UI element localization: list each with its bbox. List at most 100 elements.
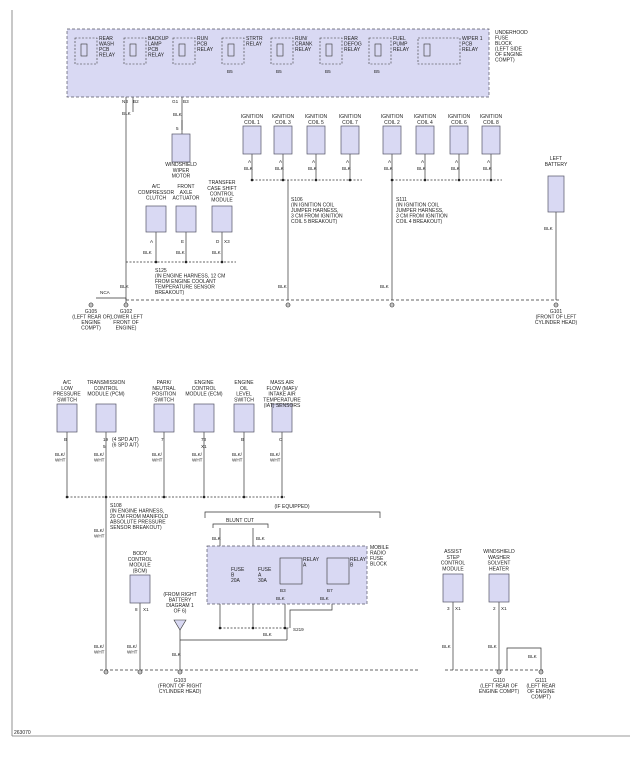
wire-label-blkwht: BLK/ — [94, 644, 105, 649]
body-control-module — [129, 574, 151, 604]
coil-label: IGNITION — [305, 114, 328, 120]
coil-label: IGNITION — [339, 114, 362, 120]
ignition-coil-right-2 — [415, 125, 435, 155]
left-battery — [547, 175, 565, 213]
wire-label: BLK — [380, 284, 390, 289]
pin-coil: A — [455, 159, 459, 164]
s111-label: 3 CM FROM IGNITION — [396, 214, 448, 220]
pin-coil: A — [388, 159, 392, 164]
pin-coil: A — [312, 159, 316, 164]
s106-dot — [250, 178, 254, 182]
front-axle-label: AXLE — [180, 190, 193, 196]
blunt-cut-label: BLUNT CUT — [226, 518, 254, 524]
wire-label: BLK — [256, 536, 266, 541]
coil-label: COIL 4 — [417, 120, 433, 126]
fuse-b-label: FUSE — [231, 567, 245, 573]
relay-label-backup-lamp: RELAY — [148, 53, 165, 59]
s111-dot — [390, 178, 394, 182]
lower-component-label: NEUTRAL — [152, 386, 176, 392]
transfer-case-label: CASE SHIFT — [207, 186, 236, 192]
lower-component-label: CONTROL — [94, 386, 119, 392]
g105-label: (LEFT REAR OF — [72, 315, 109, 321]
lower-component-label: SWITCH — [154, 397, 174, 403]
left-battery-label: LEFT — [550, 156, 562, 162]
coil-label: COIL 7 — [342, 120, 358, 126]
wire-label: BLK — [212, 250, 222, 255]
coil-label: COIL 6 — [451, 120, 467, 126]
g101-label: G101 — [550, 309, 562, 315]
underhood-fuse-block — [66, 28, 490, 98]
lower-pin2: X1 — [201, 444, 207, 449]
lower-component-label: LOW — [61, 386, 73, 392]
lower-component-label: ENGINE — [234, 380, 254, 386]
pin-b7-radio: B7 — [327, 588, 333, 593]
wire-label-blkwht: BLK/ — [94, 452, 105, 457]
wire-label: BLK — [276, 596, 286, 601]
washer-heater-label: HEATER — [489, 566, 509, 572]
pin-coil: A — [487, 159, 491, 164]
coil-label: IGNITION — [272, 114, 295, 120]
relay-a-label: A — [303, 563, 307, 569]
pin-bcm2: X1 — [143, 607, 149, 612]
relay-label-rear-wash: RELAY — [99, 53, 116, 59]
fuse-b-label: 20A — [231, 578, 241, 584]
front-axle-actuator — [175, 205, 197, 233]
pin-wiper: 5 — [176, 126, 179, 131]
relay-fuel-pump — [368, 37, 392, 65]
relay-coil-rear-wash — [80, 43, 88, 57]
g105-label: ENGINE — [81, 320, 101, 326]
wire-label-blkwht: WHT — [94, 534, 105, 539]
s111-dot — [489, 178, 493, 182]
left-battery-label: BATTERY — [545, 162, 568, 168]
windshield-wiper-motor — [171, 133, 191, 163]
s219-dot — [283, 626, 287, 630]
relay-coil-strtr — [227, 43, 235, 57]
pin-n3: N3 — [122, 99, 128, 104]
bcm-label: BODY — [133, 551, 148, 557]
g102-label: FRONT OF — [113, 320, 138, 326]
ignition-coil-right-3 — [449, 125, 469, 155]
lower-component-label: OIL — [240, 386, 248, 392]
lower-component-label: SWITCH — [234, 397, 254, 403]
s125-label: (IN ENGINE HARNESS, 12 CM — [155, 274, 225, 280]
battery-ref-arrow — [173, 619, 187, 631]
s106-label: 3 CM FROM IGNITION — [291, 214, 343, 220]
radio-fuse-block-label: FUSE — [370, 556, 384, 562]
lower-component-6 — [271, 403, 293, 433]
relay-label-rear-wash: WASH — [99, 42, 114, 48]
wire-label-blkwht: WHT — [270, 458, 281, 463]
wire-label: BLK — [263, 632, 273, 637]
wire-label-blkwht: WHT — [55, 458, 66, 463]
blunt-cut-bracket — [212, 523, 269, 528]
relay-label-rear-defog: REAR — [344, 36, 358, 42]
s108-label: 20 CM FROM MANIFOLD — [110, 514, 168, 520]
fuse-block-label: BLOCK — [495, 41, 513, 47]
wire-label: BLK — [308, 166, 318, 171]
s219-dot — [218, 626, 222, 630]
s108-dot — [280, 495, 284, 499]
s108-label: SENSOR BREAKOUT) — [110, 525, 162, 531]
figure-id: 263070 — [14, 730, 31, 736]
lower-component-label: MODULE (PCM) — [87, 392, 125, 398]
nca-label: NCA — [100, 290, 111, 295]
wire-label-blkwht: BLK/ — [192, 452, 203, 457]
lower-pin2: 5 — [103, 444, 106, 449]
relay-label-strtr: STRTR — [246, 36, 263, 42]
relay-rear-wash — [74, 37, 98, 65]
g102-label: G102 — [120, 309, 132, 315]
ignition-coil-left-4 — [340, 125, 360, 155]
pin-b5: B5 — [276, 69, 282, 74]
s106-label: (IN IGNITION COIL — [291, 203, 335, 209]
wire-label: BLK — [442, 644, 452, 649]
relay-label-backup-lamp: BACKUP — [148, 36, 169, 42]
lower-component-3 — [153, 403, 175, 433]
pin-assist: 3 — [447, 606, 450, 611]
wire-label: BLK — [176, 250, 186, 255]
pin-axle: E — [181, 239, 184, 244]
front-axle-label: FRONT — [177, 184, 194, 190]
relay-label-run-crank: RUN/ — [295, 36, 308, 42]
lower-component-5 — [233, 403, 255, 433]
lower-component-label: MODULE (ECM) — [185, 392, 223, 398]
relay-wiper-1 — [417, 37, 461, 65]
relay-label-run-crank: CRANK — [295, 42, 313, 48]
